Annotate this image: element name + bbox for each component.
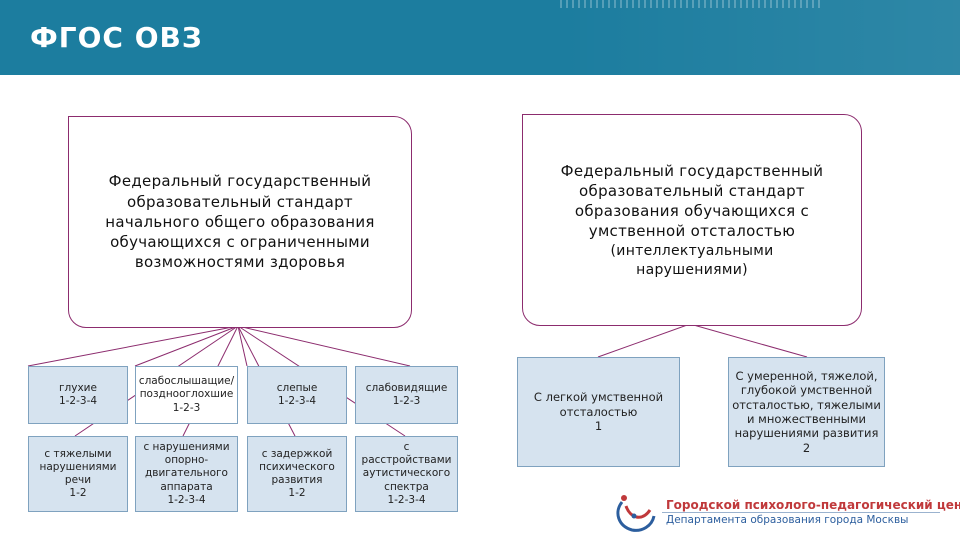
standard-intellectual: Федеральный государственный образователь… [522, 114, 862, 326]
standard-text-line: возможностями здоровья [134, 253, 346, 272]
standard-text-line: образовательный стандарт [127, 192, 353, 211]
category-box-speech: с тяжелыми нарушениями речи 1-2 [28, 436, 128, 512]
standard-text-line: начального общего образования [105, 212, 375, 231]
connector-line [134, 325, 239, 367]
standard-text-line: образования обучающихся с [574, 202, 810, 221]
logo-subtitle: Департамента образования города Москвы [666, 514, 909, 526]
category-box-autism: с расстройствами аутистического спектра … [355, 436, 458, 512]
standard-text-line: умственной отсталостью [588, 222, 796, 241]
category-box-musculoskeletal: с нарушениями опорно- двигательного аппа… [135, 436, 238, 512]
connector-line [597, 323, 691, 358]
page-title: ФГОС ОВЗ [30, 21, 203, 54]
header-bar: ФГОС ОВЗ [0, 0, 960, 75]
standard-primary-ovz: Федеральный государственный образователь… [68, 116, 412, 328]
connector-line [237, 325, 411, 367]
standard-text-line: (интеллектуальными [610, 242, 774, 259]
category-box-blind: слепые 1-2-3-4 [247, 366, 347, 424]
center-logo-icon [616, 495, 656, 532]
standard-text-line: Федеральный государственный [108, 172, 372, 191]
category-box-hard-of-hearing: слабослышащие/ позднооглохшие 1-2-3 [135, 366, 238, 424]
connector-line [27, 325, 239, 367]
connector-line [689, 323, 808, 358]
category-box-visually-impaired: слабовидящие 1-2-3 [355, 366, 458, 424]
standard-text-line: Федеральный государственный [560, 161, 824, 180]
standard-text-line: образовательный стандарт [579, 181, 805, 200]
category-box-developmental-delay: с задержкой психического развития 1-2 [247, 436, 347, 512]
header-decoration [560, 0, 820, 8]
logo-title: Городской психолого-педагогический центр [666, 498, 960, 512]
standard-text-line: обучающихся с ограниченными [110, 233, 370, 252]
connector-line [237, 325, 248, 367]
category-box-severe-disability: С умеренной, тяжелой, глубокой умственно… [728, 357, 885, 467]
category-box-mild-disability: С легкой умственной отсталостью 1 [517, 357, 680, 467]
header-shade [560, 0, 960, 75]
logo-divider [662, 512, 940, 513]
standard-text-line: нарушениями) [636, 261, 748, 278]
category-box-deaf: глухие 1-2-3-4 [28, 366, 128, 424]
